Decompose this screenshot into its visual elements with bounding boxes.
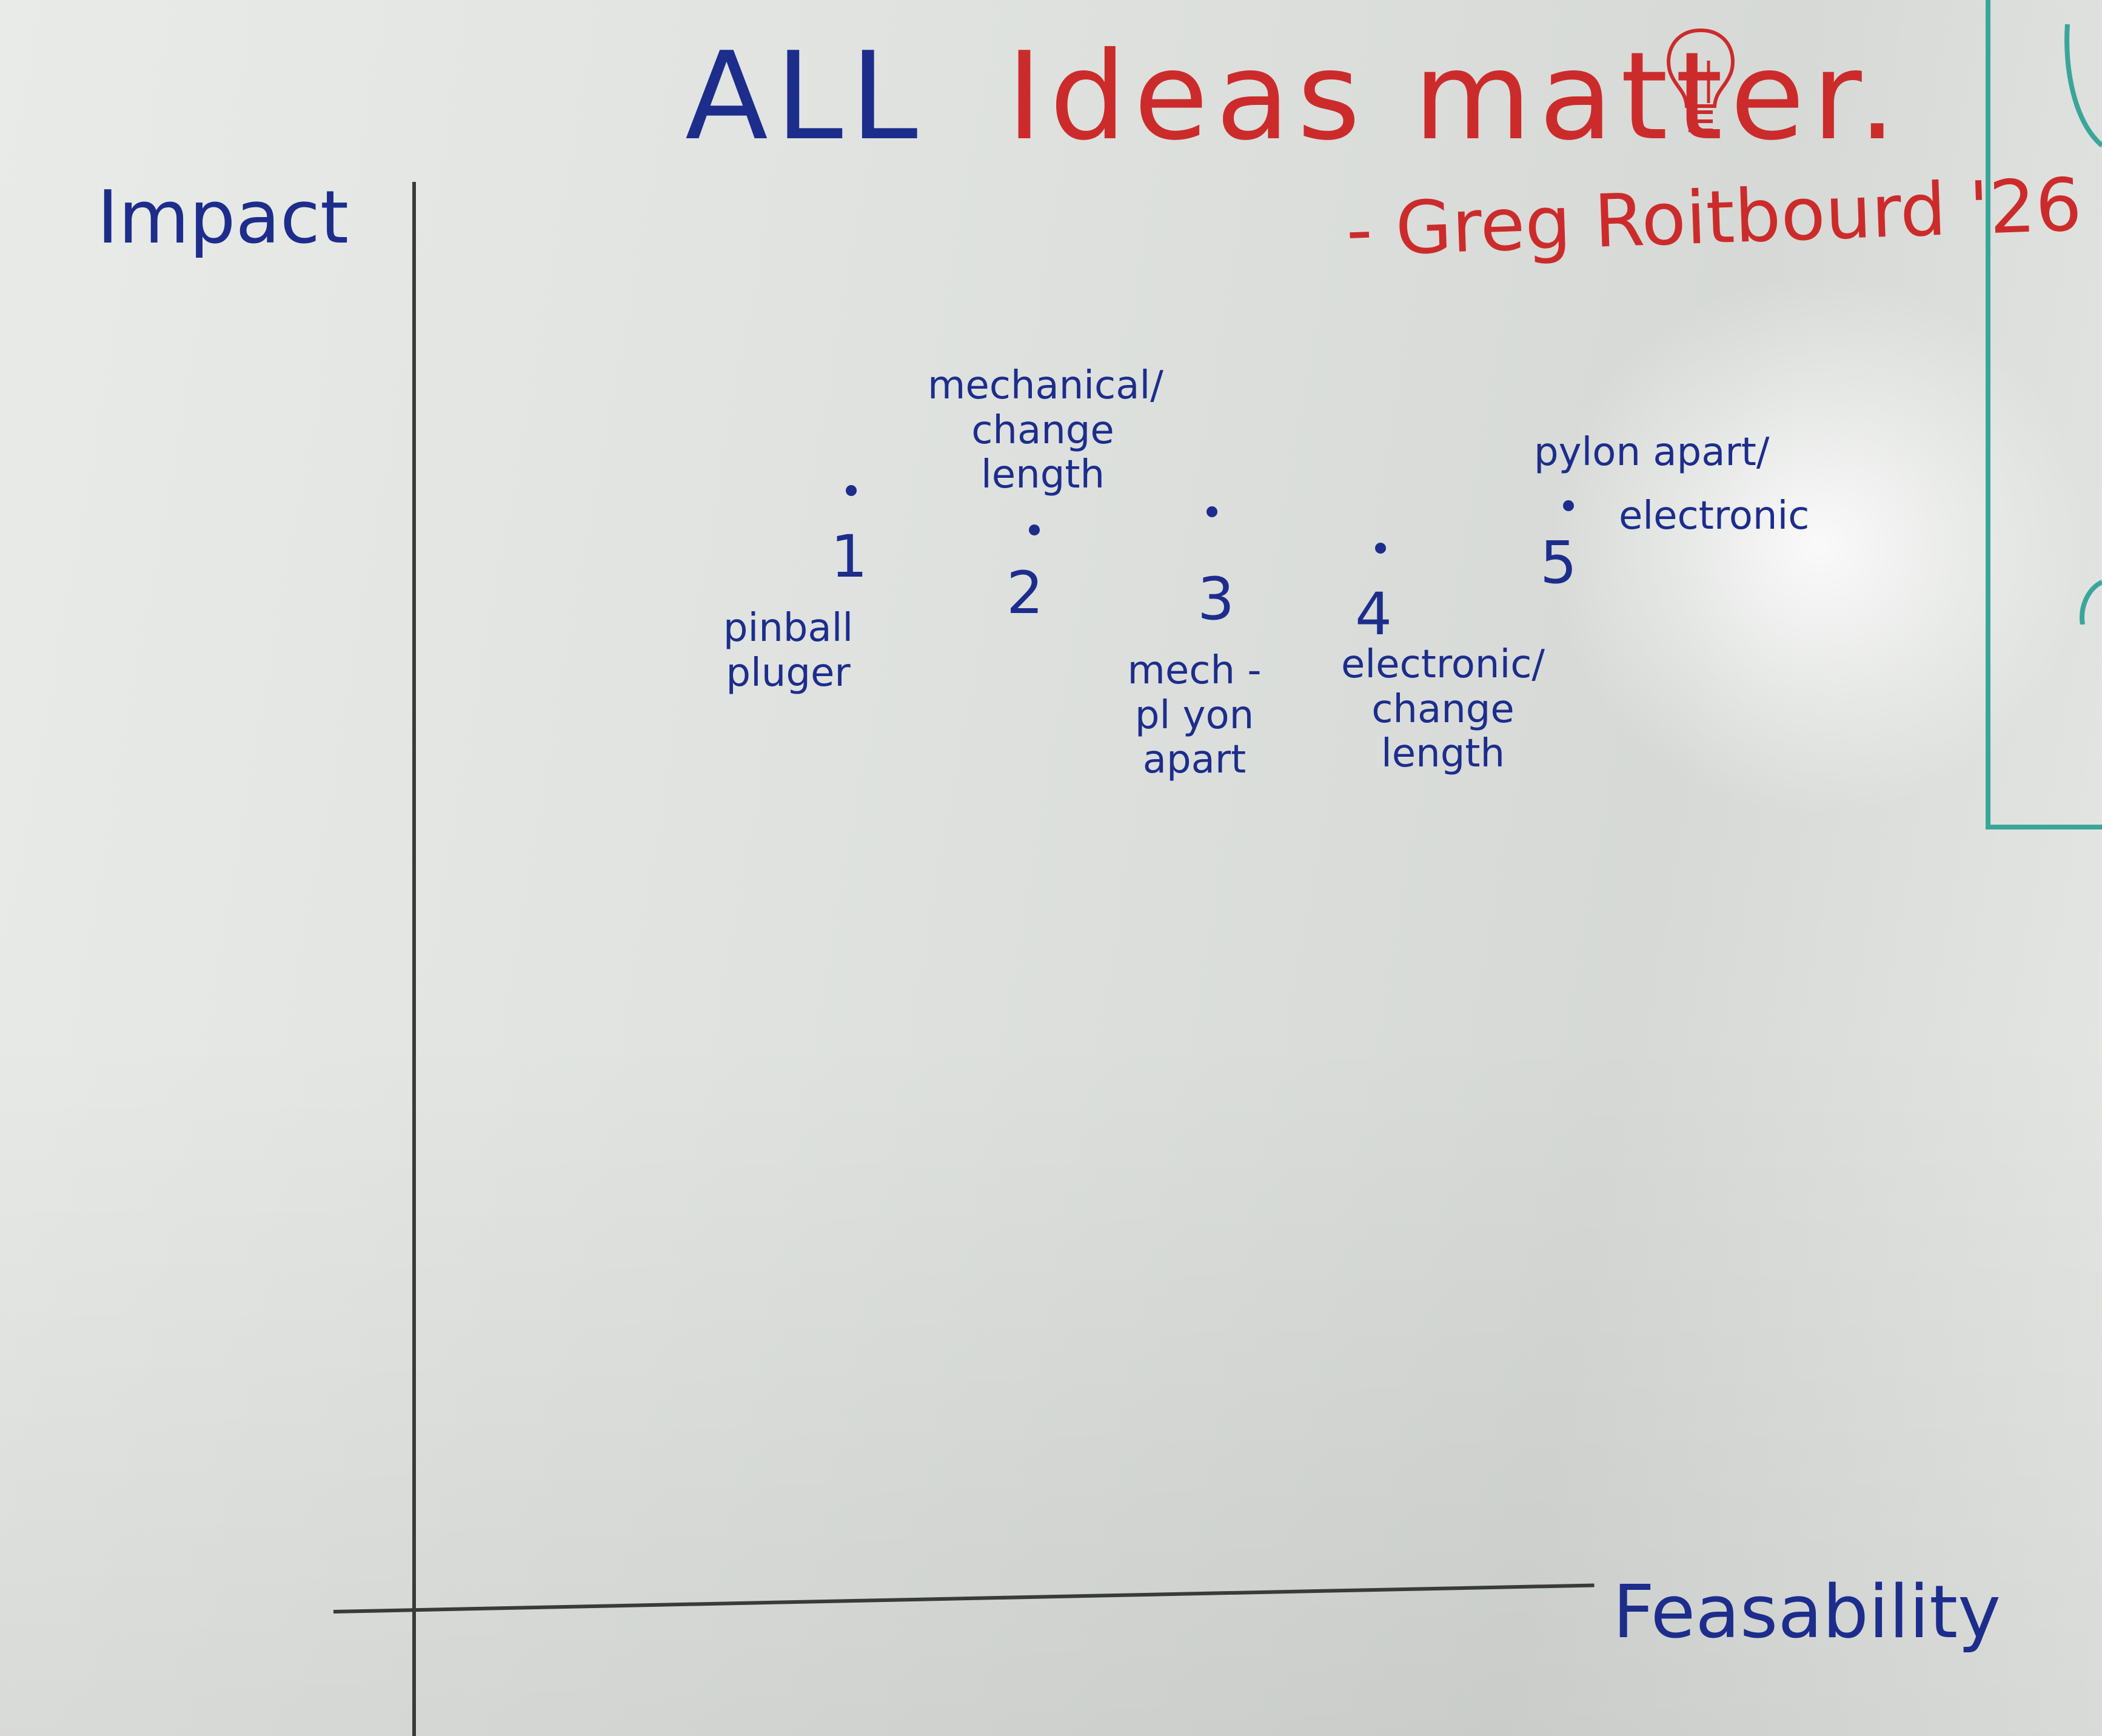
idea-5-number: 5 [1540,529,1578,597]
y-axis-label: Impact [97,176,349,260]
idea-1-label: pinball pluger [709,606,867,695]
idea-1-label-line-2: pluger [726,650,851,695]
idea-4-label-line-2: change [1371,686,1515,732]
idea-5-label-line-1: pylon apart/ [1534,430,1770,475]
idea-2-label-line-1: mechanical/ [928,363,1163,408]
idea-2-dot [1029,524,1040,535]
idea-4-dot [1375,543,1386,554]
idea-1-dot [846,485,857,496]
idea-2-label: mechanical/ change length [928,363,1163,498]
lightbulb-icon [1667,28,1735,132]
idea-4-label-line-3: length [1381,731,1505,777]
teal-marks [2064,24,2102,625]
idea-4-number: 4 [1355,580,1393,648]
idea-3-label-line-1: mech - [1127,648,1262,693]
idea-4-label: electronic/ change length [1328,642,1558,777]
idea-3-number: 3 [1197,565,1235,633]
board-shading [0,1031,2102,1736]
attribution: - Greg Roitbourd '26 [1344,163,2083,273]
idea-4-label-line-1: electronic/ [1341,642,1545,687]
light-glare [1546,273,2092,819]
idea-5-dot [1563,500,1574,511]
idea-5-label-line-2: electronic [1619,494,1810,538]
idea-3-label-line-3: apart [1142,737,1247,783]
idea-2-number: 2 [1006,559,1044,627]
idea-2-label-line-2: change [971,407,1114,453]
idea-3-label-line-2: pl yon [1134,692,1254,738]
title-all: ALL [685,26,925,167]
idea-3-label: mech - pl yon apart [1103,648,1285,783]
idea-2-label-line-3: length [981,452,1105,498]
x-axis-label: Feasability [1613,1570,2001,1655]
idea-3-dot [1207,506,1217,517]
idea-1-number: 1 [831,523,868,591]
idea-1-label-line-1: pinball [723,606,854,651]
teal-frame-drawing [1986,0,2102,829]
title-ideas-matter: Ideas matter. [1006,26,1904,167]
y-axis-line [412,182,416,1736]
